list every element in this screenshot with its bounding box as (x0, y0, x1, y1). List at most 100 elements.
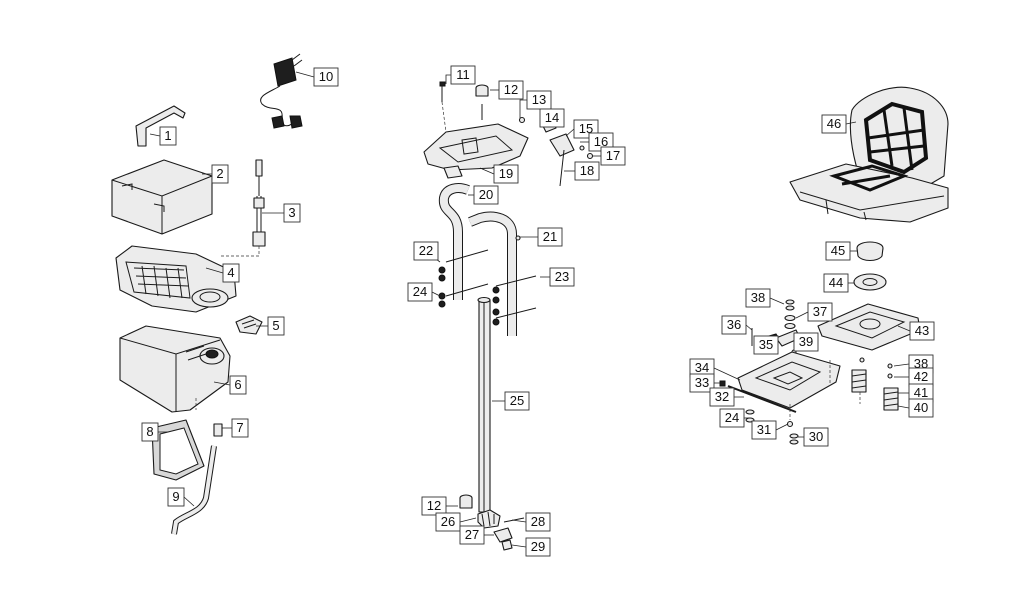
svg-text:9: 9 (172, 489, 179, 504)
callout-46: 46 (821, 114, 847, 134)
svg-text:34: 34 (695, 360, 709, 375)
callout-23: 23 (549, 267, 575, 287)
callout-8: 8 (141, 422, 159, 442)
svg-text:32: 32 (715, 389, 729, 404)
svg-text:11: 11 (456, 67, 470, 82)
callout-19: 19 (493, 164, 519, 184)
callout-38-top: 38 (745, 288, 771, 308)
svg-text:28: 28 (531, 514, 545, 529)
part-12-knob-top (475, 84, 489, 120)
part-8-seal (151, 419, 205, 481)
callout-18: 18 (574, 161, 600, 181)
svg-text:3: 3 (288, 205, 295, 220)
callout-3: 3 (283, 203, 301, 223)
callout-7: 7 (231, 418, 249, 438)
part-20-21-handle (438, 183, 521, 336)
svg-text:26: 26 (441, 514, 455, 529)
svg-text:2: 2 (216, 166, 223, 181)
part-3-cable (220, 159, 266, 257)
svg-text:13: 13 (532, 92, 546, 107)
callout-11: 11 (450, 65, 476, 85)
callout-4: 4 (222, 263, 240, 283)
svg-text:24: 24 (413, 284, 427, 299)
part-12-knob-bottom (459, 494, 473, 509)
svg-text:7: 7 (236, 420, 243, 435)
part-26-29-base (477, 509, 525, 551)
svg-text:6: 6 (234, 377, 241, 392)
part-4-battery-tray (115, 245, 237, 313)
svg-text:38: 38 (914, 356, 928, 371)
svg-text:21: 21 (543, 229, 557, 244)
svg-text:40: 40 (914, 400, 928, 415)
callout-44: 44 (823, 273, 849, 293)
callout-28: 28 (525, 512, 551, 532)
svg-text:20: 20 (479, 187, 493, 202)
callout-14: 14 (539, 108, 565, 128)
callout-29: 29 (525, 537, 551, 557)
callout-25: 25 (504, 391, 530, 411)
callout-17: 17 (600, 146, 626, 166)
callout-31: 31 (751, 420, 777, 440)
svg-text:12: 12 (427, 498, 441, 513)
svg-text:24: 24 (725, 410, 739, 425)
svg-text:30: 30 (809, 429, 823, 444)
callout-12-top: 12 (498, 80, 524, 100)
svg-text:46: 46 (827, 116, 841, 131)
svg-text:14: 14 (545, 110, 559, 125)
callout-6: 6 (229, 375, 247, 395)
part-2-battery (111, 159, 213, 235)
callout-30: 30 (803, 427, 829, 447)
callout-9: 9 (167, 487, 185, 507)
svg-text:31: 31 (757, 422, 771, 437)
callout-24-mid: 24 (407, 282, 433, 302)
svg-text:38: 38 (751, 290, 765, 305)
svg-text:4: 4 (227, 265, 234, 280)
part-19-platform (423, 123, 529, 179)
callout-26: 26 (435, 512, 461, 532)
svg-text:44: 44 (829, 275, 843, 290)
svg-text:35: 35 (759, 337, 773, 352)
part-32-33-rod (719, 380, 797, 413)
svg-text:41: 41 (914, 385, 928, 400)
callout-42: 42 (908, 367, 934, 387)
callout-27: 27 (459, 525, 485, 545)
svg-text:37: 37 (813, 304, 827, 319)
part-46-seat (789, 86, 949, 223)
callout-13: 13 (526, 90, 552, 110)
part-9-hose (171, 445, 217, 535)
part-34-lower-plate (737, 351, 841, 409)
svg-text:42: 42 (914, 369, 928, 384)
callout-40: 40 (908, 398, 934, 418)
svg-text:8: 8 (146, 424, 153, 439)
svg-text:25: 25 (510, 393, 524, 408)
svg-text:1: 1 (164, 128, 171, 143)
svg-text:16: 16 (594, 134, 608, 149)
callout-33: 33 (689, 373, 715, 393)
part-37-38-washers (784, 299, 796, 330)
callout-21: 21 (537, 227, 563, 247)
callout-32: 32 (709, 387, 735, 407)
callout-43: 43 (909, 321, 935, 341)
svg-text:29: 29 (531, 539, 545, 554)
svg-text:15: 15 (579, 121, 593, 136)
callout-16: 16 (588, 132, 614, 152)
callout-24-right: 24 (719, 408, 745, 428)
svg-text:39: 39 (799, 334, 813, 349)
callout-2: 2 (211, 164, 229, 184)
svg-text:10: 10 (319, 69, 333, 84)
part-45-knob (856, 241, 884, 262)
svg-text:45: 45 (831, 243, 845, 258)
part-7-fitting (213, 423, 223, 437)
leader-lines (149, 71, 911, 548)
svg-text:33: 33 (695, 375, 709, 390)
callout-45: 45 (825, 241, 851, 261)
part-43-top-plate (817, 303, 921, 351)
callout-36: 36 (721, 315, 747, 335)
callout-39: 39 (793, 332, 819, 352)
part-5-cap (235, 315, 263, 335)
part-10-charger (260, 53, 303, 129)
svg-text:36: 36 (727, 317, 741, 332)
svg-text:19: 19 (499, 166, 513, 181)
svg-text:12: 12 (504, 82, 518, 97)
